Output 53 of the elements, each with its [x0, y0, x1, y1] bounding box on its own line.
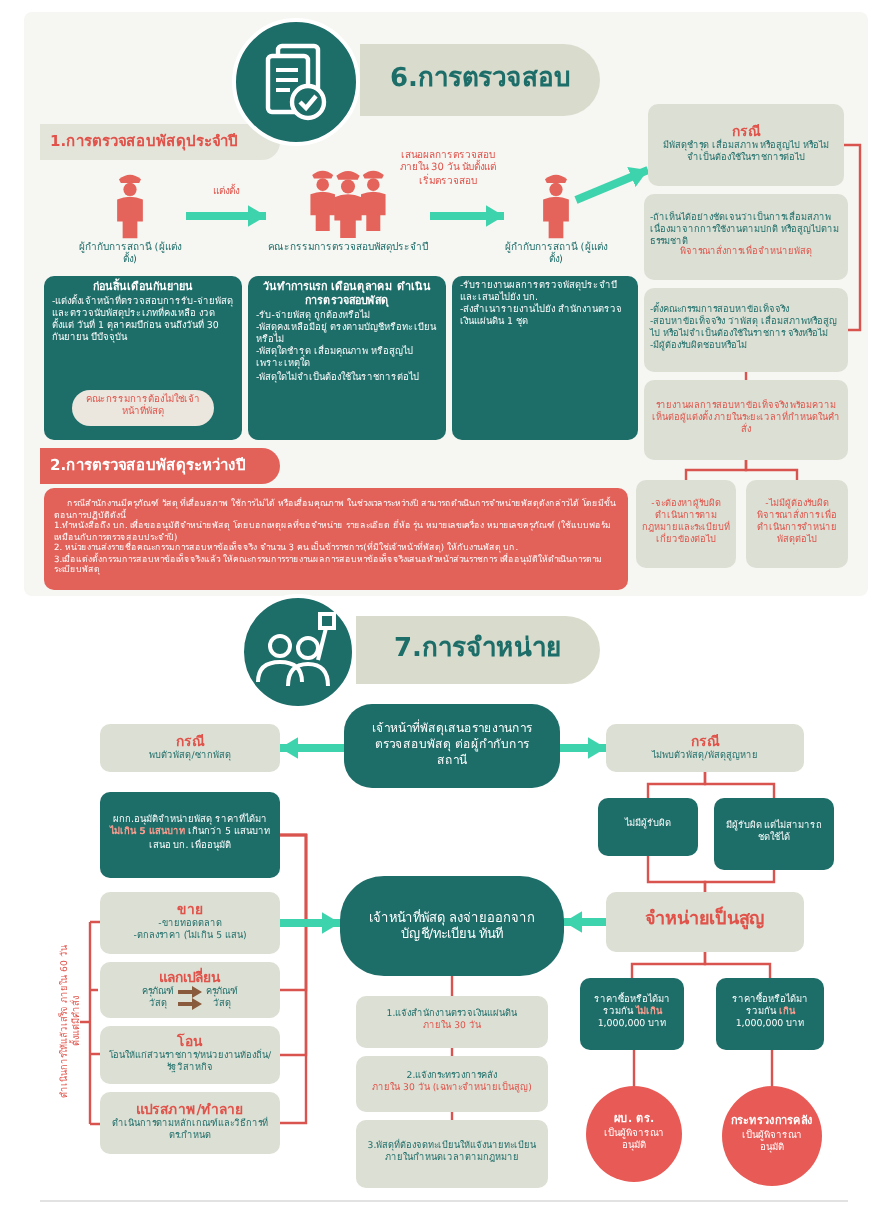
note-panel	[44, 488, 628, 590]
process-box	[714, 798, 834, 870]
process-box	[356, 1056, 548, 1112]
process-box	[100, 1092, 280, 1154]
box-text: 7.การจำหน่าย	[394, 633, 562, 667]
note-pill	[72, 390, 214, 426]
arrow	[280, 912, 340, 934]
arrow	[564, 911, 606, 933]
process-box	[644, 288, 848, 372]
connector-line	[744, 460, 799, 480]
box-text: 6.การตรวจสอบ	[390, 63, 570, 97]
process-box	[340, 876, 564, 976]
arrow	[560, 737, 606, 759]
process-box	[452, 276, 638, 440]
box-text: จำหน่ายเป็นสูญ	[645, 910, 765, 934]
title-banner	[356, 616, 600, 684]
section-heading	[40, 448, 280, 484]
process-box	[100, 962, 280, 1018]
section-heading	[40, 124, 280, 160]
connector-line	[703, 952, 772, 978]
connector-line	[280, 833, 308, 1125]
process-box	[648, 104, 844, 186]
process-box	[344, 704, 560, 788]
process-box	[606, 892, 804, 952]
arrow	[280, 737, 344, 759]
process-box	[598, 798, 698, 856]
arrow	[186, 205, 266, 227]
process-box	[644, 380, 848, 460]
connector-line	[844, 143, 862, 332]
approval-circle	[586, 1086, 682, 1182]
process-box	[356, 996, 548, 1048]
process-box	[100, 892, 280, 954]
process-box	[356, 1120, 548, 1188]
connector-line	[703, 870, 776, 892]
process-box	[644, 194, 848, 280]
connector-line	[450, 976, 454, 996]
connector-line	[632, 1050, 636, 1086]
process-box	[606, 724, 804, 772]
connector-line	[703, 772, 776, 798]
process-box	[100, 1026, 280, 1084]
arrow	[574, 166, 650, 204]
process-box	[716, 978, 824, 1050]
title-banner	[360, 44, 600, 116]
process-box	[746, 480, 848, 568]
connector-line	[770, 1050, 774, 1086]
process-box	[100, 792, 280, 878]
approval-circle	[722, 1086, 822, 1186]
process-box	[44, 276, 242, 440]
process-box	[580, 978, 684, 1050]
arrow	[430, 205, 504, 227]
process-box	[248, 276, 446, 440]
process-box	[100, 724, 280, 772]
process-box	[636, 480, 736, 568]
